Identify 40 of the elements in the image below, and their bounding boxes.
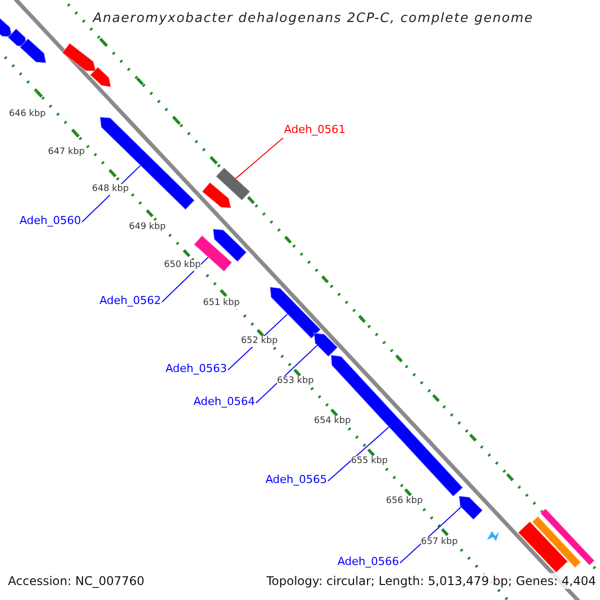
gene-feature bbox=[458, 495, 484, 520]
scale-label: 654 kbp bbox=[314, 416, 351, 427]
scale-label: 649 kbp bbox=[129, 222, 166, 233]
gene-label: Adeh_0561 bbox=[284, 123, 346, 137]
gene-label: Adeh_0565 bbox=[265, 473, 327, 487]
scale-label: 648 kbp bbox=[92, 184, 129, 195]
gene-label: Adeh_0564 bbox=[193, 395, 255, 409]
gene-feature bbox=[212, 228, 248, 262]
scale-label: 657 kbp bbox=[421, 537, 458, 548]
leader-line bbox=[162, 256, 209, 302]
gene-feature bbox=[215, 166, 251, 202]
gene-feature bbox=[531, 516, 582, 568]
scale-label: 650 kbp bbox=[164, 260, 201, 271]
gene-feature bbox=[0, 16, 13, 38]
scale-label: 653 kbp bbox=[277, 376, 314, 387]
leader-line bbox=[235, 138, 284, 179]
gene-feature bbox=[201, 182, 232, 209]
title: Anaeromyxobacter dehalogenans 2CP-C, complete genome bbox=[93, 10, 534, 28]
scale-label: 646 kbp bbox=[9, 109, 46, 120]
gene-feature bbox=[90, 66, 112, 88]
genome-stats-text: Topology: circular; Length: 5,013,479 bp; Genes: 4,404 bbox=[264, 573, 598, 589]
gene-feature bbox=[330, 354, 464, 498]
gene-feature bbox=[518, 520, 568, 574]
gene-label: Adeh_0566 bbox=[337, 555, 399, 569]
scale-label: 656 kbp bbox=[386, 496, 423, 507]
scale-label: 651 kbp bbox=[203, 298, 240, 309]
leader-line bbox=[400, 506, 462, 564]
accession-text: Accession: NC_007760 bbox=[6, 573, 146, 589]
gene-label: Adeh_0560 bbox=[19, 214, 81, 228]
gene-feature bbox=[62, 42, 97, 72]
gene-feature bbox=[19, 38, 47, 64]
scale-label: 652 kbp bbox=[241, 336, 278, 347]
gene-feature bbox=[540, 508, 596, 566]
scale-label: 647 kbp bbox=[48, 147, 85, 158]
gene-label: Adeh_0563 bbox=[165, 362, 227, 376]
leader-line bbox=[256, 344, 318, 404]
leader-line bbox=[328, 426, 390, 482]
gene-feature bbox=[313, 332, 338, 358]
scale-label: 655 kbp bbox=[351, 456, 388, 467]
gene-label: Adeh_0562 bbox=[99, 294, 161, 308]
